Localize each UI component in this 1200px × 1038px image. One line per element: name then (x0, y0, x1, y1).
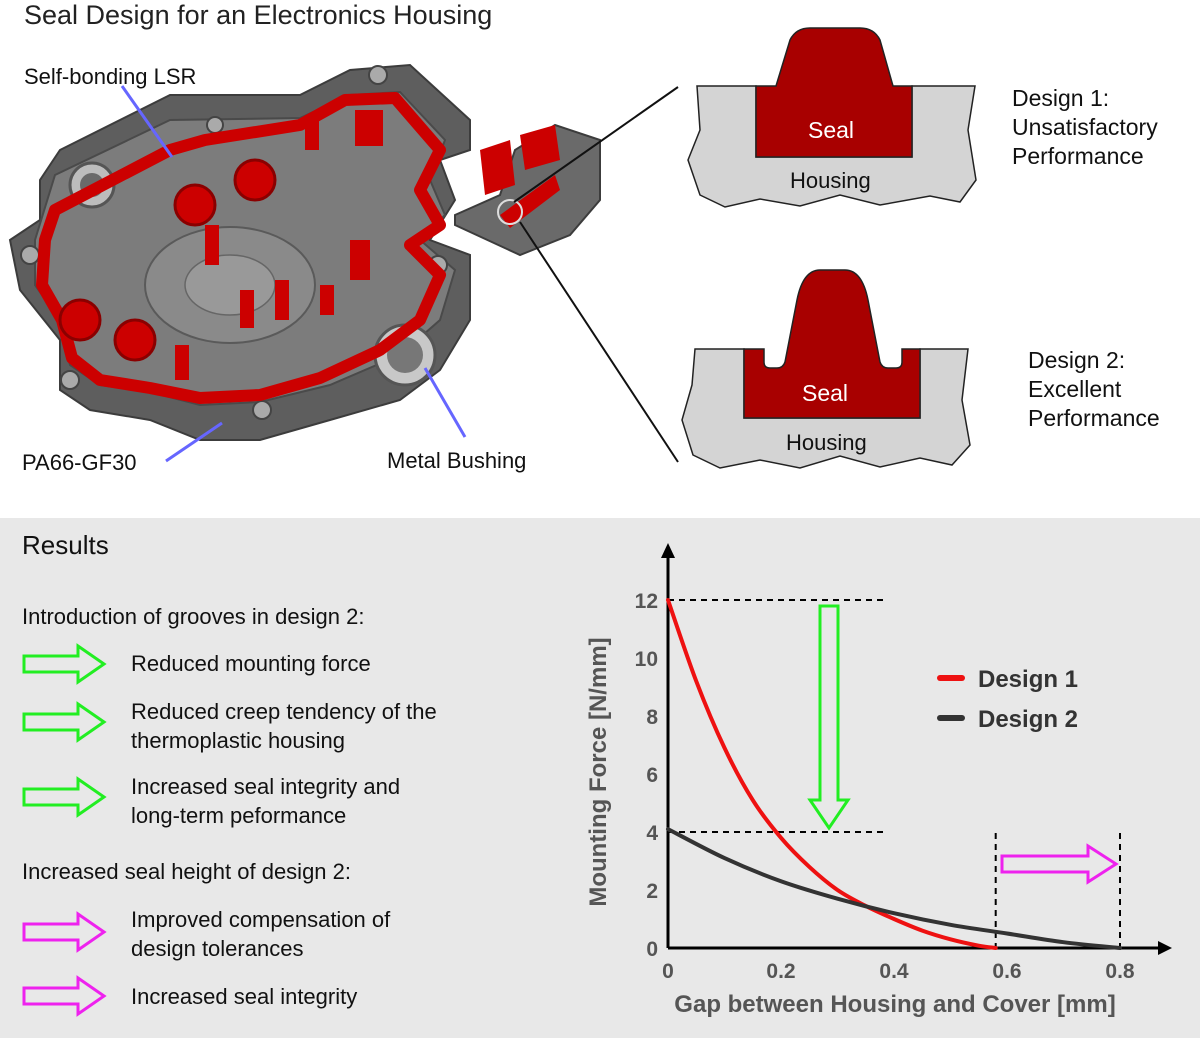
design2-label: Design 2: Excellent Performance (1028, 346, 1160, 433)
callout-lsr-label: Self-bonding LSR (24, 64, 197, 89)
y-tick-label: 4 (646, 822, 658, 845)
design1-cross-section (687, 27, 977, 208)
x-tick-label: 0 (662, 960, 674, 983)
x-tick-label: 0.4 (879, 960, 909, 983)
grooves-item-text: Reduced mounting force (131, 651, 371, 676)
results-title: Results (22, 530, 109, 560)
callout-line-bushing (423, 367, 467, 438)
design2-label-line: Excellent (1028, 376, 1122, 402)
y-tick-label: 8 (646, 706, 658, 729)
chart-axes (661, 543, 1172, 955)
series-line-1 (666, 598, 998, 950)
y-axis-arrowhead (661, 543, 675, 558)
zoom-line-lower (519, 221, 679, 463)
connector-part-illustration (454, 123, 601, 257)
design1-label: Design 1: Unsatisfactory Performance (1012, 84, 1158, 171)
grooves-item-text: thermoplastic housing (131, 728, 346, 753)
callout-bushing-label: Metal Bushing (387, 448, 527, 473)
y-tick-label: 0 (646, 938, 658, 961)
illustration-area (8, 27, 977, 469)
y-tick-label: 6 (646, 764, 658, 787)
grooves-item-text: long-term peformance (131, 803, 347, 828)
legend-label: Design 2 (978, 706, 1078, 733)
y-tick-label: 10 (635, 648, 658, 671)
x-tick-label: 0.8 (1105, 960, 1135, 983)
height-item-text: Increased seal integrity (131, 984, 358, 1009)
callout-pa66-label: PA66-GF30 (22, 450, 137, 475)
series-line-2 (666, 827, 1122, 950)
height-item-text: design tolerances (131, 936, 304, 961)
height-heading: Increased seal height of design 2: (22, 859, 352, 884)
x-axis-title: Gap between Housing and Cover [mm] (674, 991, 1115, 1018)
design2-cross-section (681, 269, 971, 469)
design2-seal-label: Seal (802, 380, 849, 406)
chart-legend: Design 1 Design 2 (937, 666, 1078, 733)
height-item-2: Increased seal integrity (131, 982, 357, 1011)
grooves-item-text: Reduced creep tendency of the (131, 699, 437, 724)
x-axis-arrowhead (1158, 941, 1172, 955)
page-title: Seal Design for an Electronics Housing (24, 0, 493, 30)
height-item-text: Improved compensation of (131, 907, 391, 932)
y-tick-label: 12 (635, 590, 658, 613)
x-tick-label: 0.2 (766, 960, 795, 983)
grooves-item-2: Reduced creep tendency of the thermoplas… (131, 697, 437, 755)
design1-label-line: Unsatisfactory (1012, 114, 1158, 140)
zoom-line-upper (513, 86, 679, 203)
results-panel (0, 518, 1200, 1038)
grooves-item-text: Increased seal integrity and (131, 774, 401, 799)
design1-housing-label: Housing (790, 168, 871, 193)
height-item-1: Improved compensation of design toleranc… (131, 905, 390, 963)
legend-label: Design 1 (978, 666, 1078, 693)
housing-part-illustration (8, 63, 471, 441)
magenta-right-arrow-icon (1000, 843, 1119, 885)
y-axis-title: Mounting Force [N/mm] (585, 637, 612, 906)
chart-annotations (807, 604, 1119, 885)
grooves-heading: Introduction of grooves in design 2: (22, 604, 365, 629)
design2-label-line: Design 2: (1028, 347, 1126, 373)
design2-housing-label: Housing (786, 430, 867, 455)
design1-label-line: Performance (1012, 143, 1144, 169)
y-tick-label: 2 (646, 880, 658, 903)
design1-seal-label: Seal (808, 117, 855, 143)
design1-label-line: Design 1: (1012, 85, 1110, 111)
callout-line-lsr (120, 85, 174, 158)
design2-label-line: Performance (1028, 405, 1160, 431)
x-tick-label: 0.6 (992, 960, 1021, 983)
grooves-item-3: Increased seal integrity and long-term p… (131, 772, 400, 830)
green-down-arrow-icon (807, 604, 851, 831)
callout-line-pa66 (165, 421, 223, 463)
grooves-item-1: Reduced mounting force (131, 649, 371, 678)
chart-series (666, 598, 1122, 950)
